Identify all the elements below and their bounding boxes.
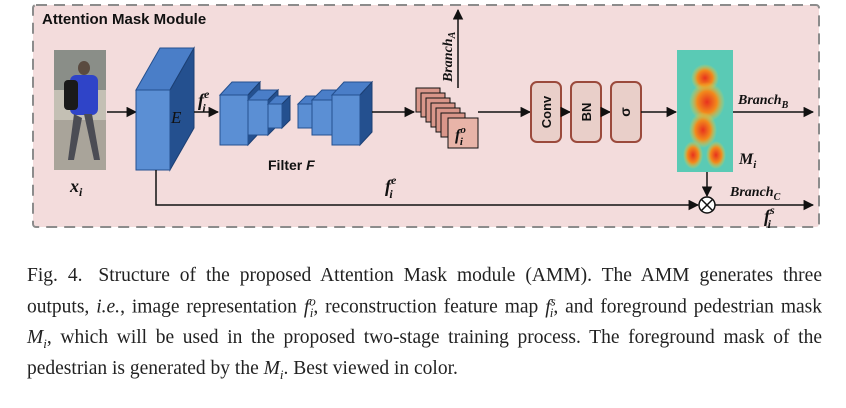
encoder-block: [135, 46, 195, 172]
conv-label: Conv: [539, 95, 554, 128]
branch-b-label: BranchB: [737, 93, 789, 111]
filter-label: Filter F: [268, 157, 315, 173]
caption-math-fo: foi: [303, 293, 316, 321]
skip-connection: [155, 170, 700, 211]
encoder-label: E: [170, 108, 182, 127]
caption-text-3: , reconstruction feature map: [313, 296, 546, 318]
caption-text-6: . Best viewed in color.: [283, 358, 458, 380]
figure-caption: Fig. 4. Structure of the proposed Attent…: [27, 263, 822, 387]
caption-text-5: , which will be used in the proposed two…: [27, 327, 822, 380]
caption-text-4: , and foreground pedestrian mask: [553, 296, 822, 318]
branch-a-label: BranchA: [441, 31, 458, 83]
branch-c-label: BranchC: [729, 185, 781, 203]
filter-block: [218, 80, 374, 147]
caption-number: Fig. 4.: [27, 265, 83, 286]
input-image: [54, 50, 106, 170]
input-label: xi: [69, 176, 83, 199]
caption-text-2: , image representation: [120, 296, 304, 318]
mask-label: Mi: [738, 151, 757, 171]
module-title: Attention Mask Module: [42, 11, 206, 28]
caption-math-mask: Mi: [27, 327, 47, 352]
caption-math-mask-2: Mi: [263, 358, 284, 383]
sigma-label: σ: [617, 107, 633, 117]
caption-ie: i.e.: [96, 296, 121, 318]
mask-heatmap: [677, 50, 733, 172]
bn-label: BN: [579, 103, 594, 122]
caption-math-fs: fsi: [545, 293, 556, 321]
fo-feature-stack: [415, 87, 479, 149]
caption-text-1: Structure of the proposed Attention Mask…: [27, 265, 822, 318]
